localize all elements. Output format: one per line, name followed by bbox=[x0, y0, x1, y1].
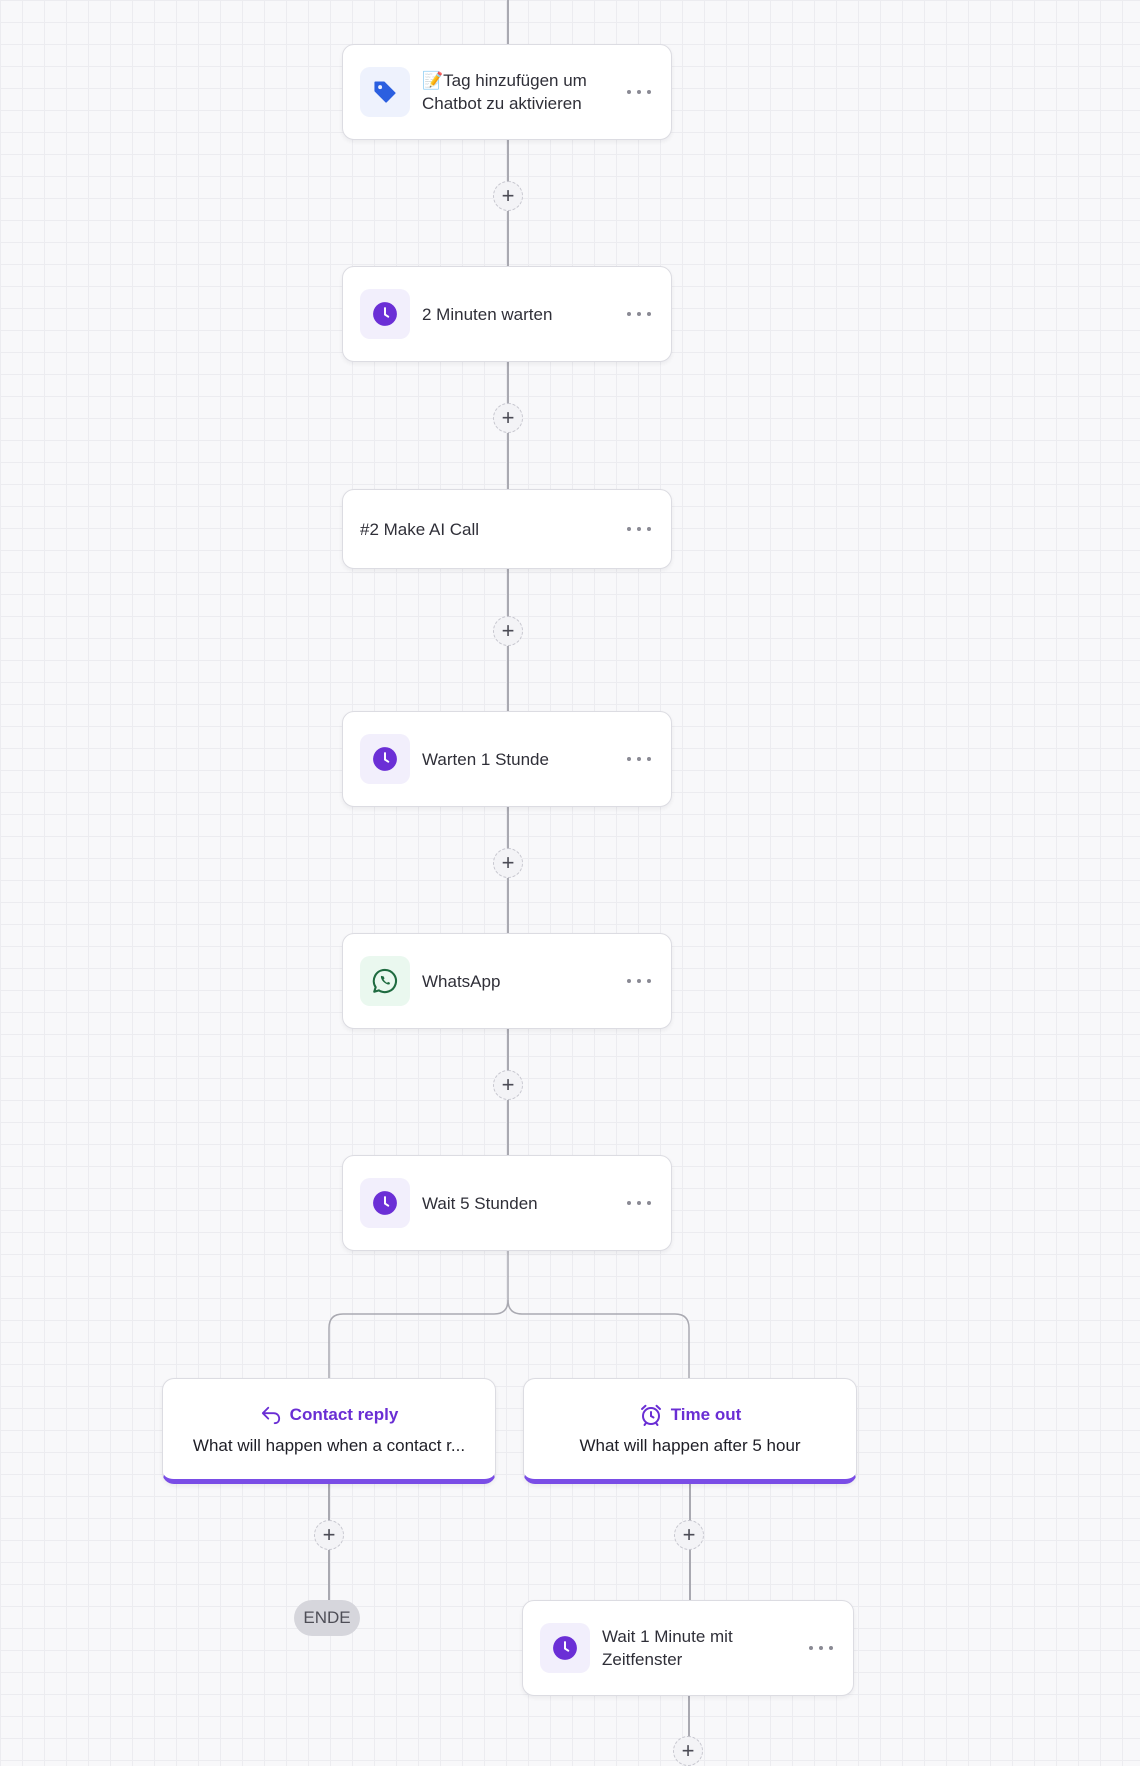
step-title: Wait 5 Stunden bbox=[422, 1193, 538, 1213]
more-options-icon[interactable] bbox=[627, 1193, 651, 1213]
step-title: Wait 1 Minute mit Zeitfenster bbox=[602, 1627, 733, 1669]
clock-icon-box bbox=[540, 1623, 590, 1673]
branch-time-out[interactable]: Time out What will happen after 5 hour bbox=[523, 1378, 857, 1484]
add-step-button[interactable]: + bbox=[493, 1070, 523, 1100]
step-wait-5-hours[interactable]: Wait 5 Stunden bbox=[342, 1155, 672, 1251]
add-step-button[interactable]: + bbox=[493, 181, 523, 211]
step-wait-2-minutes[interactable]: 2 Minuten warten bbox=[342, 266, 672, 362]
clock-icon-box bbox=[360, 734, 410, 784]
step-title: 2 Minuten warten bbox=[422, 304, 553, 324]
branch-header: Contact reply bbox=[163, 1403, 495, 1427]
connector-line bbox=[507, 0, 509, 44]
more-options-icon[interactable] bbox=[627, 82, 651, 102]
branch-header: Time out bbox=[524, 1403, 856, 1427]
branch-contact-reply[interactable]: Contact reply What will happen when a co… bbox=[162, 1378, 496, 1484]
more-options-icon[interactable] bbox=[627, 519, 651, 539]
step-wait-1-hour[interactable]: Warten 1 Stunde bbox=[342, 711, 672, 807]
more-options-icon[interactable] bbox=[627, 971, 651, 991]
more-options-icon[interactable] bbox=[627, 749, 651, 769]
step-wait-1-minute-window[interactable]: Wait 1 Minute mit Zeitfenster bbox=[522, 1600, 854, 1696]
branch-description: What will happen when a contact r... bbox=[192, 1436, 466, 1455]
add-step-button[interactable]: + bbox=[493, 616, 523, 646]
clock-icon-box bbox=[360, 289, 410, 339]
clock-icon bbox=[373, 747, 397, 771]
add-step-button[interactable]: + bbox=[314, 1520, 344, 1550]
step-whatsapp[interactable]: WhatsApp bbox=[342, 933, 672, 1029]
tag-icon bbox=[374, 81, 396, 103]
whatsapp-icon bbox=[372, 968, 398, 994]
step-title: WhatsApp bbox=[422, 971, 501, 991]
step-title: #2 Make AI Call bbox=[360, 519, 480, 539]
step-make-ai-call[interactable]: #2 Make AI Call bbox=[342, 489, 672, 569]
tag-icon-box bbox=[360, 67, 410, 117]
clock-icon bbox=[373, 302, 397, 326]
alarm-clock-icon bbox=[640, 1404, 661, 1426]
add-step-button[interactable]: + bbox=[673, 1736, 703, 1766]
step-title: Warten 1 Stunde bbox=[422, 749, 549, 769]
more-options-icon[interactable] bbox=[809, 1638, 833, 1658]
add-step-button[interactable]: + bbox=[493, 403, 523, 433]
branch-description: What will happen after 5 hour bbox=[579, 1436, 801, 1455]
more-options-icon[interactable] bbox=[627, 304, 651, 324]
clock-icon bbox=[553, 1636, 577, 1660]
reply-arrow-icon bbox=[261, 1406, 280, 1425]
clock-icon bbox=[373, 1191, 397, 1215]
add-step-button[interactable]: + bbox=[493, 848, 523, 878]
whatsapp-icon-box bbox=[360, 956, 410, 1006]
add-step-button[interactable]: + bbox=[674, 1520, 704, 1550]
clock-icon-box bbox=[360, 1178, 410, 1228]
branch-label: Contact reply bbox=[289, 1405, 399, 1424]
connector-line bbox=[688, 1696, 690, 1764]
step-add-tag[interactable]: 📝Tag hinzufügen um Chatbot zu aktivieren bbox=[342, 44, 672, 140]
end-badge: ENDE bbox=[294, 1600, 360, 1636]
step-title: 📝Tag hinzufügen um Chatbot zu aktivieren bbox=[422, 71, 587, 113]
branch-label: Time out bbox=[670, 1405, 742, 1424]
